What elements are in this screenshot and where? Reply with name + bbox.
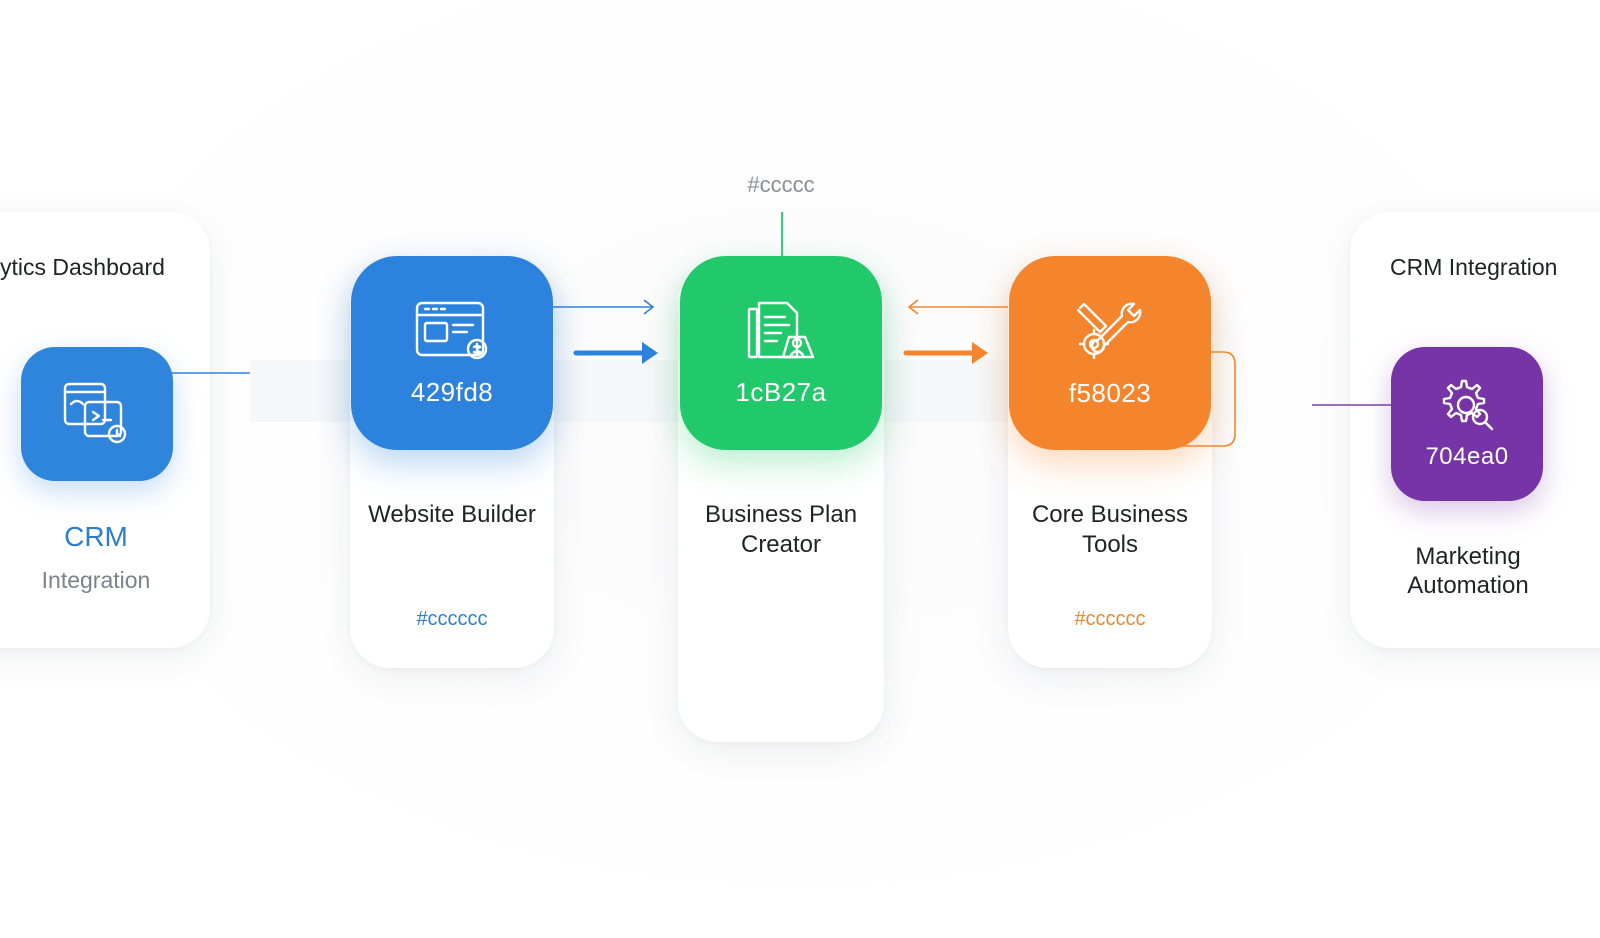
tools-gear-icon [1074,298,1146,364]
browser-window-icon [413,299,491,363]
business-plan-tile[interactable]: 1cB27a [680,256,882,450]
left-card-tile[interactable] [21,347,173,481]
core-business-hex: #cccccc [1074,608,1146,630]
website-builder-label: Website Builder [368,501,536,528]
left-card-subtitle: Integration [41,567,151,593]
orange-thin-arrow [907,299,1008,315]
marketing-automation-code: 704ea0 [1425,443,1509,470]
right-card-header: CRM Integration [1390,254,1558,280]
website-builder-tile[interactable]: 429fd8 [351,256,553,450]
marketing-automation-label-line2: Automation [1407,572,1529,599]
document-person-icon [745,299,817,363]
top-label: #ccccc [747,172,815,197]
blue-thin-arrow [553,299,655,315]
website-builder-hex: #cccccc [416,608,488,630]
website-builder-code: 429fd8 [410,376,494,407]
left-card-title: CRM [64,521,128,552]
core-business-label-line2: Tools [1081,531,1139,558]
marketing-automation-label-line1: Marketing [1415,543,1521,570]
marketing-automation-tile[interactable]: 704ea0 [1391,347,1543,501]
gear-search-icon [1436,377,1498,435]
business-plan-label-line1: Business Plan [704,501,858,528]
core-business-label-line1: Core Business [1031,501,1189,528]
left-card-header: ytics Dashboard [0,254,165,280]
business-plan-code: 1cB27a [735,376,827,407]
dashboard-icon [61,380,133,448]
core-business-code: f58023 [1068,377,1152,408]
core-business-tile[interactable]: f58023 [1009,256,1211,450]
business-plan-label-line2: Creator [740,531,822,558]
